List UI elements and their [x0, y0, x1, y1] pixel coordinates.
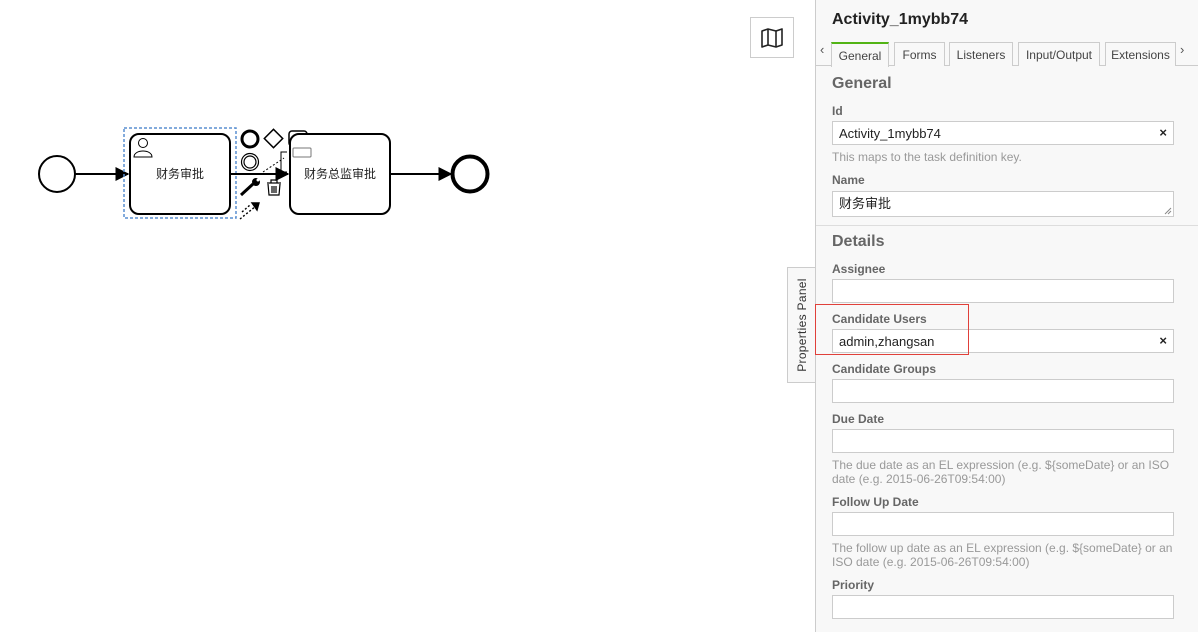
user-task-2[interactable]: 财务总监审批	[289, 133, 391, 215]
panel-title: Activity_1mybb74	[832, 11, 969, 28]
task-1-label: 财务审批	[156, 166, 204, 181]
map-icon	[761, 27, 783, 48]
tab-bar: ‹ General Forms Listeners Input/Output E…	[816, 40, 1198, 67]
append-intermediate-event-icon[interactable]	[240, 152, 260, 172]
id-input[interactable]: Activity_1mybb74 ×	[832, 121, 1174, 145]
tab-scroll-left-icon[interactable]: ‹	[820, 42, 825, 57]
priority-input[interactable]	[832, 595, 1174, 619]
due-date-label: Due Date	[832, 412, 885, 426]
candidate-groups-input[interactable]	[832, 379, 1174, 403]
task-2-label: 财务总监审批	[304, 166, 376, 181]
follow-up-date-description: The follow up date as an EL expression (…	[832, 541, 1173, 569]
tab-general[interactable]: General	[831, 42, 889, 67]
user-task-1[interactable]: 财务审批	[129, 133, 231, 215]
bpmn-diagram[interactable]: 财务审批	[0, 0, 815, 632]
wrench-icon[interactable]	[239, 178, 260, 197]
text-annotation-icon[interactable]	[262, 151, 287, 173]
candidate-users-label: Candidate Users	[832, 312, 927, 326]
start-event[interactable]	[38, 155, 76, 193]
user-icon	[133, 138, 153, 158]
tab-extensions[interactable]: Extensions	[1105, 42, 1176, 66]
follow-up-date-label: Follow Up Date	[832, 495, 919, 509]
candidate-users-input[interactable]: admin,zhangsan ×	[832, 329, 1174, 353]
section-divider	[816, 225, 1198, 226]
clear-candidate-users-icon[interactable]: ×	[1159, 333, 1167, 348]
properties-panel-toggle-label: Properties Panel	[794, 278, 809, 372]
properties-panel: Activity_1mybb74 ‹ General Forms Listene…	[815, 0, 1198, 632]
connect-icon[interactable]	[239, 202, 260, 220]
name-value: 财务审批	[839, 196, 892, 211]
details-heading: Details	[832, 233, 885, 250]
id-description: This maps to the task definition key.	[832, 150, 1022, 164]
due-date-description: The due date as an EL expression (e.g. $…	[832, 458, 1170, 486]
candidate-groups-label: Candidate Groups	[832, 362, 937, 376]
name-textarea[interactable]: 财务审批	[832, 191, 1174, 217]
tab-scroll-right-icon[interactable]: ›	[1180, 42, 1185, 57]
follow-up-date-input[interactable]	[832, 512, 1174, 536]
tab-forms[interactable]: Forms	[894, 42, 945, 66]
task-icon	[292, 147, 312, 158]
general-heading: General	[832, 75, 892, 92]
candidate-users-value: admin,zhangsan	[839, 334, 935, 349]
resize-grip-icon[interactable]	[1164, 207, 1172, 215]
end-event[interactable]	[450, 154, 490, 194]
append-gateway-icon[interactable]	[263, 128, 284, 149]
assignee-input[interactable]	[832, 279, 1174, 303]
minimap-toggle-button[interactable]	[750, 17, 794, 58]
trash-icon[interactable]	[267, 179, 281, 196]
assignee-label: Assignee	[832, 262, 886, 276]
name-label: Name	[832, 173, 865, 187]
properties-panel-toggle[interactable]: Properties Panel	[787, 267, 815, 383]
clear-id-icon[interactable]: ×	[1159, 125, 1167, 140]
highlight-annotation-box	[815, 304, 969, 355]
priority-label: Priority	[832, 578, 875, 592]
tab-listeners[interactable]: Listeners	[949, 42, 1013, 66]
diagram-canvas[interactable]: 财务审批	[0, 0, 815, 632]
tab-input-output[interactable]: Input/Output	[1018, 42, 1100, 66]
append-end-event-icon[interactable]	[240, 129, 260, 149]
id-value: Activity_1mybb74	[839, 126, 941, 141]
due-date-input[interactable]	[832, 429, 1174, 453]
id-label: Id	[832, 104, 843, 118]
